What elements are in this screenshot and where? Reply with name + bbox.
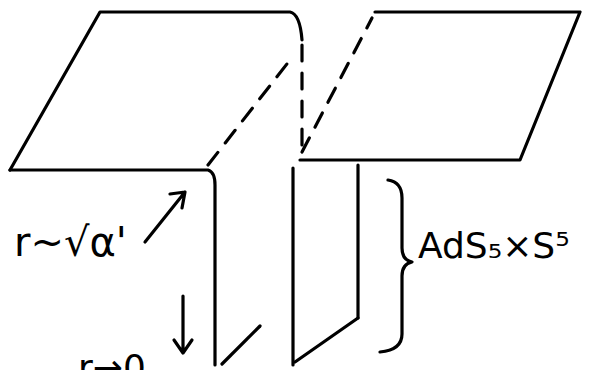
throat-wall (291, 168, 294, 365)
down-arrow (174, 296, 192, 353)
hidden-edge (300, 45, 303, 150)
left-sheet (10, 12, 302, 170)
hidden-edge (208, 60, 290, 165)
right-sheet (300, 12, 580, 160)
left-sheet-front (10, 170, 215, 365)
throat-wall (295, 318, 358, 362)
space-label: AdS₅×S⁵ (418, 228, 570, 264)
brace (380, 180, 412, 352)
limit-label: r→0 (78, 350, 146, 370)
throat-wall (356, 165, 359, 318)
hidden-edge (302, 18, 372, 152)
throat-back-edge (222, 326, 260, 364)
pointer-arrow (145, 192, 185, 242)
radius-label: r~√α' (14, 222, 127, 262)
